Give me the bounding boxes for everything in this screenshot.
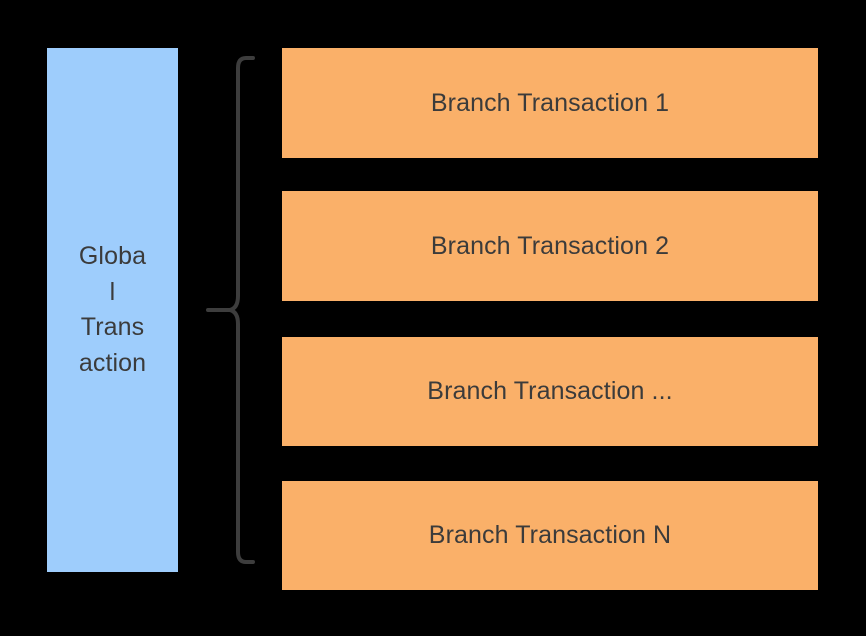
- global-transaction-label: Globa l Trans action: [78, 242, 147, 377]
- branch-transaction-label-4: Branch Transaction N: [428, 521, 672, 550]
- branch-transaction-label-1: Branch Transaction 1: [430, 88, 670, 117]
- branch-transaction-node-3[interactable]: Branch Transaction ...: [282, 337, 818, 446]
- branch-transaction-node-1[interactable]: Branch Transaction 1: [282, 48, 818, 158]
- branch-transaction-node-4[interactable]: Branch Transaction N: [282, 481, 818, 590]
- left-curly-brace-icon: [206, 56, 255, 564]
- global-transaction-node[interactable]: Globa l Trans action: [47, 48, 178, 572]
- branch-transaction-label-2: Branch Transaction 2: [430, 231, 670, 260]
- branch-transaction-label-3: Branch Transaction ...: [427, 377, 673, 406]
- branch-transaction-node-2[interactable]: Branch Transaction 2: [282, 191, 818, 301]
